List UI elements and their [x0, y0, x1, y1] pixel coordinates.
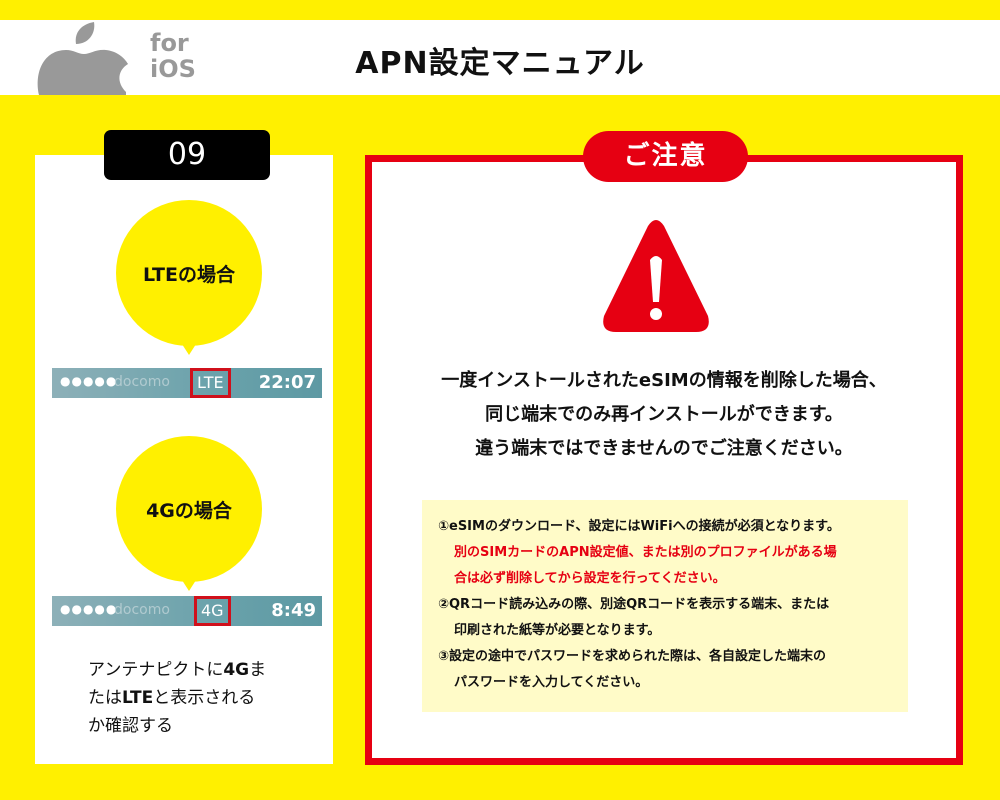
desc-text: たは — [88, 688, 122, 708]
platform-ios: iOS — [150, 55, 196, 83]
step-number-badge: 09 — [104, 130, 270, 180]
desc-text: か確認する — [88, 716, 173, 736]
status-time: 22:07 — [258, 372, 316, 393]
step-description: アンテナピクトに4Gま たはLTEと表示される か確認する — [88, 656, 308, 740]
notice-line: 同じ端末でのみ再インストールができます。 — [485, 404, 843, 425]
notice-line: 一度インストールされたeSIMの情報を削除した場合、 — [441, 370, 887, 391]
signal-icon: ●●●●● — [60, 602, 118, 616]
signal-icon: ●●●●● — [60, 374, 118, 388]
notes-box: ①eSIMのダウンロード、設定にはWiFiへの接続が必須となります。 別のSIM… — [422, 500, 908, 712]
note-2: 印刷された紙等が必要となります。 — [454, 623, 661, 638]
lte-bubble-label: LTEの場合 — [143, 263, 235, 286]
warning-icon — [603, 220, 709, 332]
platform-for: for — [150, 29, 189, 57]
platform-label: for iOS — [150, 30, 196, 82]
network-type-highlight: 4G — [194, 596, 231, 626]
notice-main-text: 一度インストールされたeSIMの情報を削除した場合、 同じ端末でのみ再インストー… — [365, 364, 963, 466]
carrier-name: docomo — [114, 602, 170, 618]
notice-line: 違う端末ではできませんのでご注意ください。 — [475, 438, 853, 459]
apple-icon — [37, 22, 129, 95]
desc-bold: LTE — [122, 688, 154, 708]
header-bar: for iOS APN設定マニュアル — [0, 20, 1000, 95]
lte-statusbar: ●●●●● docomo LTE 22:07 — [52, 368, 322, 398]
status-time: 8:49 — [271, 600, 316, 621]
notice-tab: ご注意 — [583, 131, 748, 182]
desc-text: ま — [249, 660, 267, 680]
4g-bubble: 4Gの場合 — [116, 436, 262, 591]
carrier-name: docomo — [114, 374, 170, 390]
note-3: パスワードを入力してください。 — [454, 675, 649, 690]
4g-statusbar: ●●●●● docomo 4G 8:49 — [52, 596, 322, 626]
note-1: ①eSIMのダウンロード、設定にはWiFiへの接続が必須となります。 — [438, 519, 840, 534]
4g-bubble-label: 4Gの場合 — [146, 499, 232, 522]
note-2: ②QRコード読み込みの際、別途QRコードを表示する端末、または — [438, 597, 830, 612]
note-1-warning: 別のSIMカードのAPN設定値、または別のプロファイルがある場 — [454, 545, 837, 560]
note-3: ③設定の途中でパスワードを求められた際は、各自設定した端末の — [438, 649, 827, 664]
note-1-warning: 合は必ず削除してから設定を行ってください。 — [454, 571, 726, 586]
page-title: APN設定マニュアル — [355, 46, 645, 81]
desc-bold: 4G — [223, 660, 250, 680]
lte-bubble: LTEの場合 — [116, 200, 262, 355]
desc-text: と表示される — [153, 688, 256, 708]
network-type-highlight: LTE — [190, 368, 231, 398]
desc-text: アンテナピクトに — [88, 660, 224, 680]
